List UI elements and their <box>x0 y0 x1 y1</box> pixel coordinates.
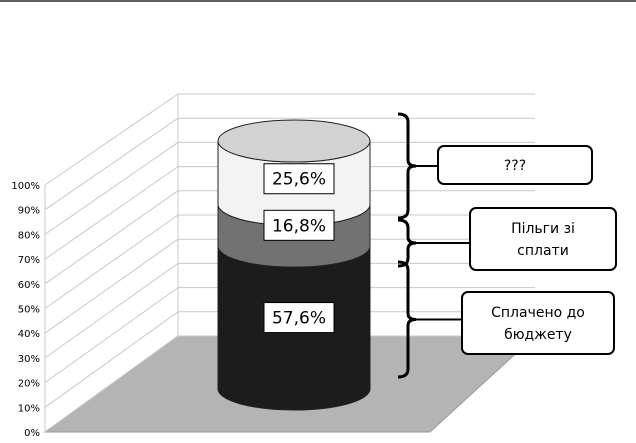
y-tick-label: 30% <box>18 354 40 365</box>
y-tick-label: 60% <box>18 280 40 291</box>
callout-label: Пільги зі <box>511 221 575 237</box>
y-tick-label: 70% <box>18 255 40 266</box>
callout-bracket <box>398 220 416 266</box>
segment-label: 57,6% <box>272 309 326 329</box>
segment-label: 16,8% <box>272 216 326 236</box>
callout-bracket <box>398 114 416 218</box>
cylinder-top-cap <box>218 120 370 162</box>
callout-box <box>462 292 614 354</box>
callout-label: сплати <box>517 243 569 259</box>
y-tick-label: 10% <box>18 403 40 414</box>
y-tick-label: 20% <box>18 379 40 390</box>
y-tick-label: 0% <box>24 428 40 439</box>
y-tick-label: 100% <box>11 181 40 192</box>
y-tick-label: 40% <box>18 329 40 340</box>
y-tick-label: 80% <box>18 230 40 241</box>
callout-box <box>470 208 616 270</box>
callout-label: Сплачено до <box>491 305 585 321</box>
y-tick-label: 90% <box>18 206 40 217</box>
segment-label: 25,6% <box>272 170 326 190</box>
y-tick-label: 50% <box>18 305 40 316</box>
callout-label: ??? <box>504 158 526 174</box>
callout-label: бюджету <box>504 327 572 343</box>
